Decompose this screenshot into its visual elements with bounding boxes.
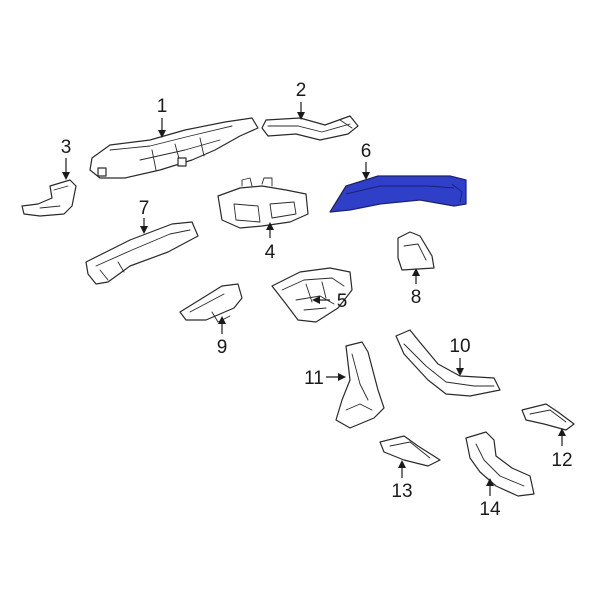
svg-text:6: 6: [361, 141, 372, 162]
svg-text:2: 2: [296, 80, 307, 101]
part-3-duct[interactable]: [21, 179, 77, 217]
part-13-outlet[interactable]: [379, 435, 441, 467]
svg-text:7: 7: [139, 198, 150, 219]
callout-10: 10: [449, 336, 471, 376]
callout-8: 8: [411, 268, 422, 308]
part-10-rear-duct[interactable]: [395, 329, 501, 397]
svg-text:10: 10: [449, 336, 470, 357]
part-7-floor-duct[interactable]: [85, 221, 199, 285]
svg-text:14: 14: [479, 499, 501, 520]
svg-text:9: 9: [217, 337, 228, 358]
part-11-vertical-duct[interactable]: [335, 341, 385, 429]
svg-text:3: 3: [61, 137, 72, 158]
part-6-duct-highlighted[interactable]: [329, 175, 467, 213]
svg-text:5: 5: [337, 291, 348, 312]
callout-4: 4: [265, 222, 276, 263]
callout-5: 5: [312, 291, 348, 312]
callout-12: 12: [551, 428, 573, 471]
part-14-curved-duct[interactable]: [465, 431, 535, 497]
callout-14: 14: [479, 478, 501, 520]
part-2-duct[interactable]: [261, 115, 359, 141]
svg-text:12: 12: [551, 450, 572, 471]
callout-1: 1: [157, 96, 168, 138]
part-8-bracket[interactable]: [397, 231, 435, 271]
svg-text:8: 8: [411, 287, 422, 308]
part-9-bracket[interactable]: [179, 283, 243, 323]
callout-6: 6: [361, 141, 372, 180]
svg-text:1: 1: [157, 96, 168, 117]
part-5-console-duct[interactable]: [271, 267, 353, 323]
part-12-outlet[interactable]: [521, 403, 575, 431]
callout-7: 7: [139, 198, 150, 234]
callout-13: 13: [391, 460, 413, 502]
svg-text:13: 13: [391, 481, 412, 502]
part-1-duct[interactable]: [89, 117, 259, 179]
svg-text:11: 11: [304, 368, 324, 389]
callout-3: 3: [61, 137, 72, 180]
svg-text:4: 4: [265, 242, 276, 263]
callout-9: 9: [217, 316, 228, 358]
part-4-vent-housing[interactable]: [217, 177, 309, 229]
callout-2: 2: [296, 80, 307, 120]
callout-11: 11: [304, 368, 346, 389]
